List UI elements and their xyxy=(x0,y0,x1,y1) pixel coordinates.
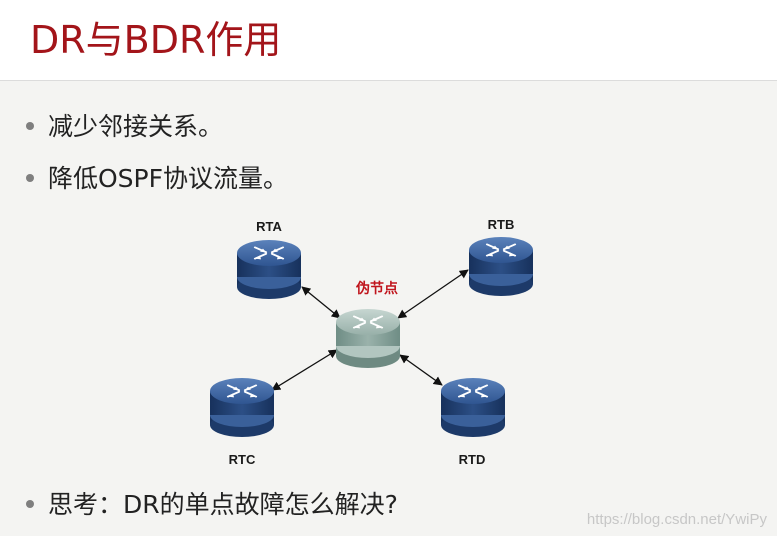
bullet-item-2: 降低OSPF协议流量。 xyxy=(26,163,288,195)
bullet-dot-icon xyxy=(26,122,34,130)
bullet-item-1: 减少邻接关系。 xyxy=(26,111,223,143)
link-rtb-pseudo xyxy=(397,269,469,319)
slide-title: DR与BDR作用 xyxy=(30,18,282,62)
watermark: https://blog.csdn.net/YwiPy xyxy=(586,511,767,528)
bullet-item-question: 思考：DR的单点故障怎么解决? xyxy=(26,489,398,521)
router-label-rtd: RTD xyxy=(459,452,486,467)
bullet-text-1: 减少邻接关系。 xyxy=(48,112,224,141)
title-bar: DR与BDR作用 xyxy=(0,0,777,81)
pseudo-node-label: 伪节点 xyxy=(355,280,398,297)
link-rtc-pseudo xyxy=(271,349,338,391)
router-label-rta: RTA xyxy=(256,219,282,234)
bullet-text-2: 降低OSPF协议流量。 xyxy=(48,164,289,193)
router-rta-icon xyxy=(237,240,301,299)
link-rta-pseudo xyxy=(301,286,341,319)
bullet-text-question: 思考：DR的单点故障怎么解决? xyxy=(48,490,398,519)
bullet-dot-icon xyxy=(26,500,34,508)
link-rtd-pseudo xyxy=(399,354,443,386)
router-label-rtc: RTC xyxy=(229,452,256,467)
router-rtd-icon xyxy=(441,378,505,437)
router-rtc-icon xyxy=(210,378,274,437)
bullet-dot-icon xyxy=(26,174,34,182)
pseudo-node-icon xyxy=(336,309,400,368)
router-rtb-icon xyxy=(469,237,533,296)
router-label-rtb: RTB xyxy=(488,217,515,232)
